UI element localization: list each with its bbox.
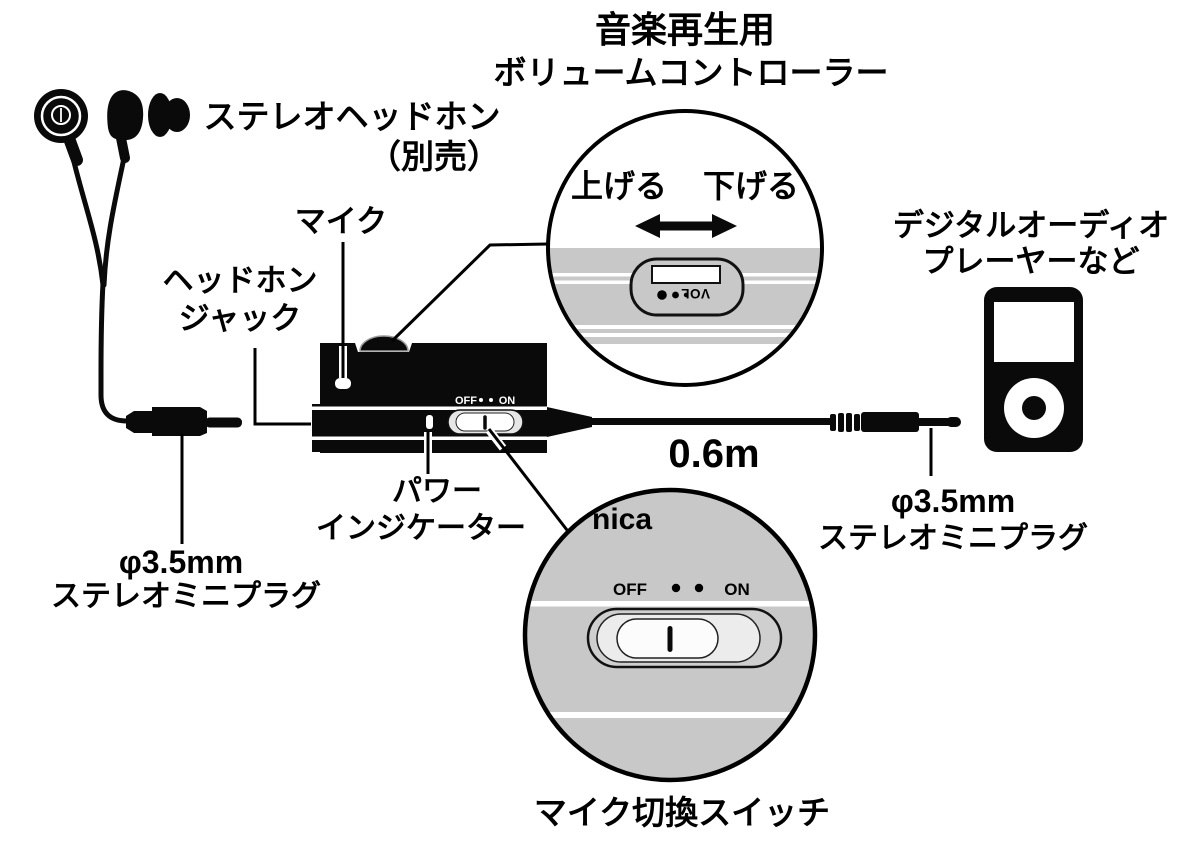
power-indicator-label-line2: インジケーター (316, 512, 526, 545)
leader-switch-detail (487, 428, 579, 544)
title-line1: 音楽再生用 (595, 9, 775, 50)
mic-hole-icon (335, 378, 351, 389)
leader-volume-detail (390, 242, 549, 343)
volume-detail-circle-outline (546, 109, 824, 387)
mic-switch-detail-icon (586, 607, 783, 669)
mini-plug-left-icon (126, 407, 242, 436)
plug-right-label-line1: φ3.5mm (891, 483, 1015, 519)
stereo-headphones-icon (34, 89, 190, 424)
mic-label: マイク (295, 204, 387, 239)
connection-cable (590, 412, 961, 432)
volume-lower-label: 下げる (703, 168, 799, 204)
player-label-line1: デジタルオーディオ (893, 208, 1169, 243)
brand-logo-icon (51, 105, 71, 125)
detail-on-label: ON (724, 580, 750, 599)
plug-right-label-line2: ステレオミニプラグ (818, 522, 1088, 555)
volume-vol-marking: VOL (657, 286, 710, 301)
device-switch-markings: OFF ON (455, 395, 515, 407)
volume-detail-circle: VOL 上げる 下げる (546, 109, 824, 387)
mic-switch-label: マイク切換スイッチ (534, 794, 830, 831)
stereo-headphones-label-line1: ステレオヘッドホン (204, 98, 501, 135)
volume-wheel-icon (359, 335, 409, 352)
volume-wheel-window (651, 265, 721, 284)
device-on-label: ON (499, 395, 516, 407)
device-groove-top (312, 406, 547, 410)
mic-switch-detail-circle: nica OFF ON (522, 487, 818, 783)
cable-0-6m (590, 418, 833, 425)
device-body (320, 343, 592, 453)
plug-left-label-line2: ステレオミニプラグ (51, 580, 321, 613)
headphone-jack-label-line2: ジャック (179, 301, 301, 336)
stereo-headphones-label-line2: （別売） (368, 138, 500, 175)
right-earbud-icon (107, 90, 190, 163)
vol-label: VOL (681, 286, 710, 301)
player-label-line2: プレーヤーなど (923, 244, 1140, 279)
headphone-cable-right (101, 155, 127, 288)
headphone-cable-main (98, 280, 130, 424)
cable-length-label: 0.6m (668, 432, 759, 476)
left-earbud-stem (64, 135, 83, 166)
plug-left-label-line1: φ3.5mm (119, 544, 243, 580)
headphone-jack-label-line1: ヘッドホン (163, 263, 318, 298)
headphone-cable-left (71, 159, 106, 288)
mini-plug-right-icon (830, 412, 961, 432)
power-indicator-label-line1: パワー (392, 475, 482, 508)
power-indicator-icon (426, 415, 433, 429)
device-off-label: OFF (455, 395, 477, 407)
volume-direction-arrow-icon (635, 214, 737, 238)
leader-headphone-jack (253, 348, 311, 426)
volume-raise-label: 上げる (571, 168, 667, 204)
diagram-labels: 音楽再生用 ボリュームコントローラー ステレオヘッドホン （別売） マイク ヘッ… (51, 9, 1169, 831)
mic-switch-detail-markings: OFF ON (613, 580, 750, 599)
device-switch-dot (489, 398, 493, 402)
left-earbud-ring (40, 95, 82, 137)
mic-switch-icon (447, 409, 524, 435)
headphone-jack-flange (312, 404, 322, 452)
mic-switch-detail-circle-outline (522, 487, 818, 783)
device-switch-dot (479, 398, 483, 402)
digital-audio-player-icon (984, 287, 1083, 452)
title-line2: ボリュームコントローラー (493, 54, 888, 91)
detail-off-label: OFF (613, 580, 647, 599)
leader-lines (180, 242, 933, 544)
adapter-device: OFF ON (312, 335, 592, 453)
